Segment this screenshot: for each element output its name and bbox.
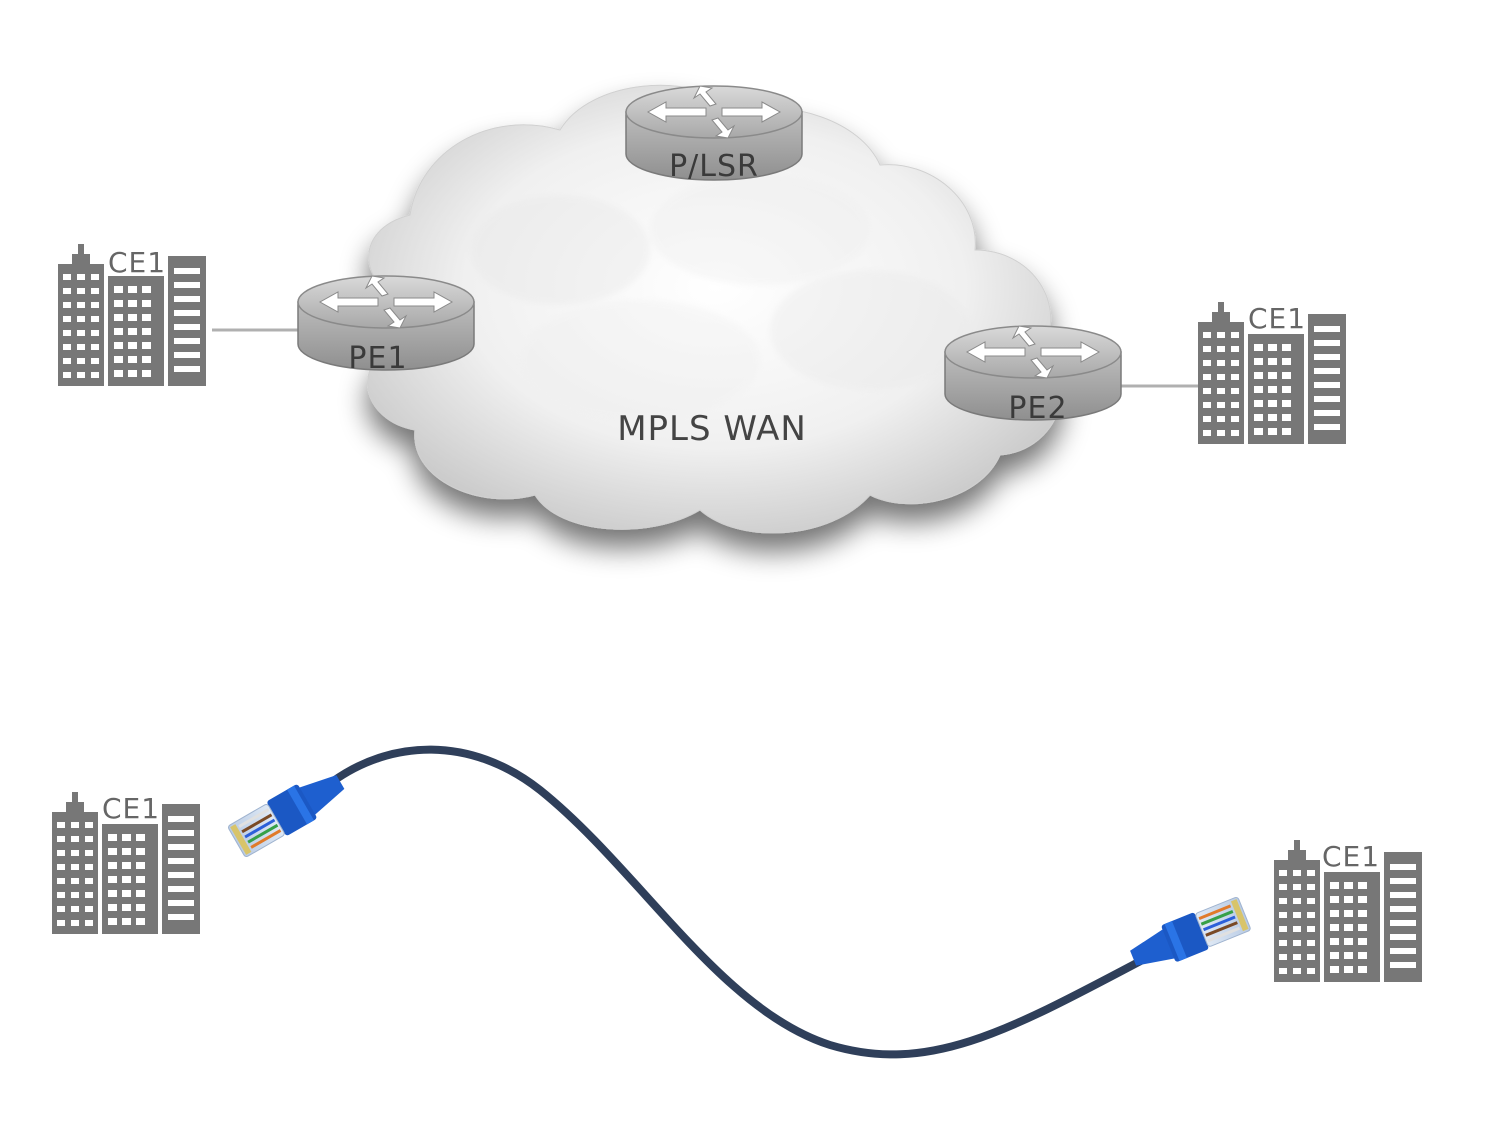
mpls-wan-section: MPLS WAN P/LSR PE1 PE2 CE1 CE1: [58, 84, 1346, 534]
site-left-bottom: CE1: [52, 792, 200, 934]
router-p-lsr-label: P/LSR: [669, 149, 759, 184]
rj45-connector-right: [1124, 893, 1254, 979]
site-right-top-label: CE1: [1248, 302, 1306, 335]
site-left-bottom-label: CE1: [102, 792, 160, 825]
cloud-shading: [470, 175, 970, 420]
cloud-label: MPLS WAN: [617, 409, 807, 449]
router-pe2: PE2: [944, 325, 1122, 426]
rj45-connector-left: [224, 763, 352, 861]
router-pe1-label: PE1: [348, 341, 407, 376]
site-right-bottom: CE1: [1274, 840, 1422, 982]
router-pe2-label: PE2: [1008, 391, 1067, 426]
site-left-top: CE1: [58, 244, 206, 386]
router-p-lsr: P/LSR: [625, 85, 803, 184]
router-pe1: PE1: [297, 275, 475, 376]
site-right-top: CE1: [1198, 302, 1346, 444]
cable-section: CE1 CE1: [52, 745, 1422, 1059]
site-left-top-label: CE1: [108, 246, 166, 279]
ethernet-cable: [328, 745, 1154, 1059]
site-right-bottom-label: CE1: [1322, 840, 1380, 873]
